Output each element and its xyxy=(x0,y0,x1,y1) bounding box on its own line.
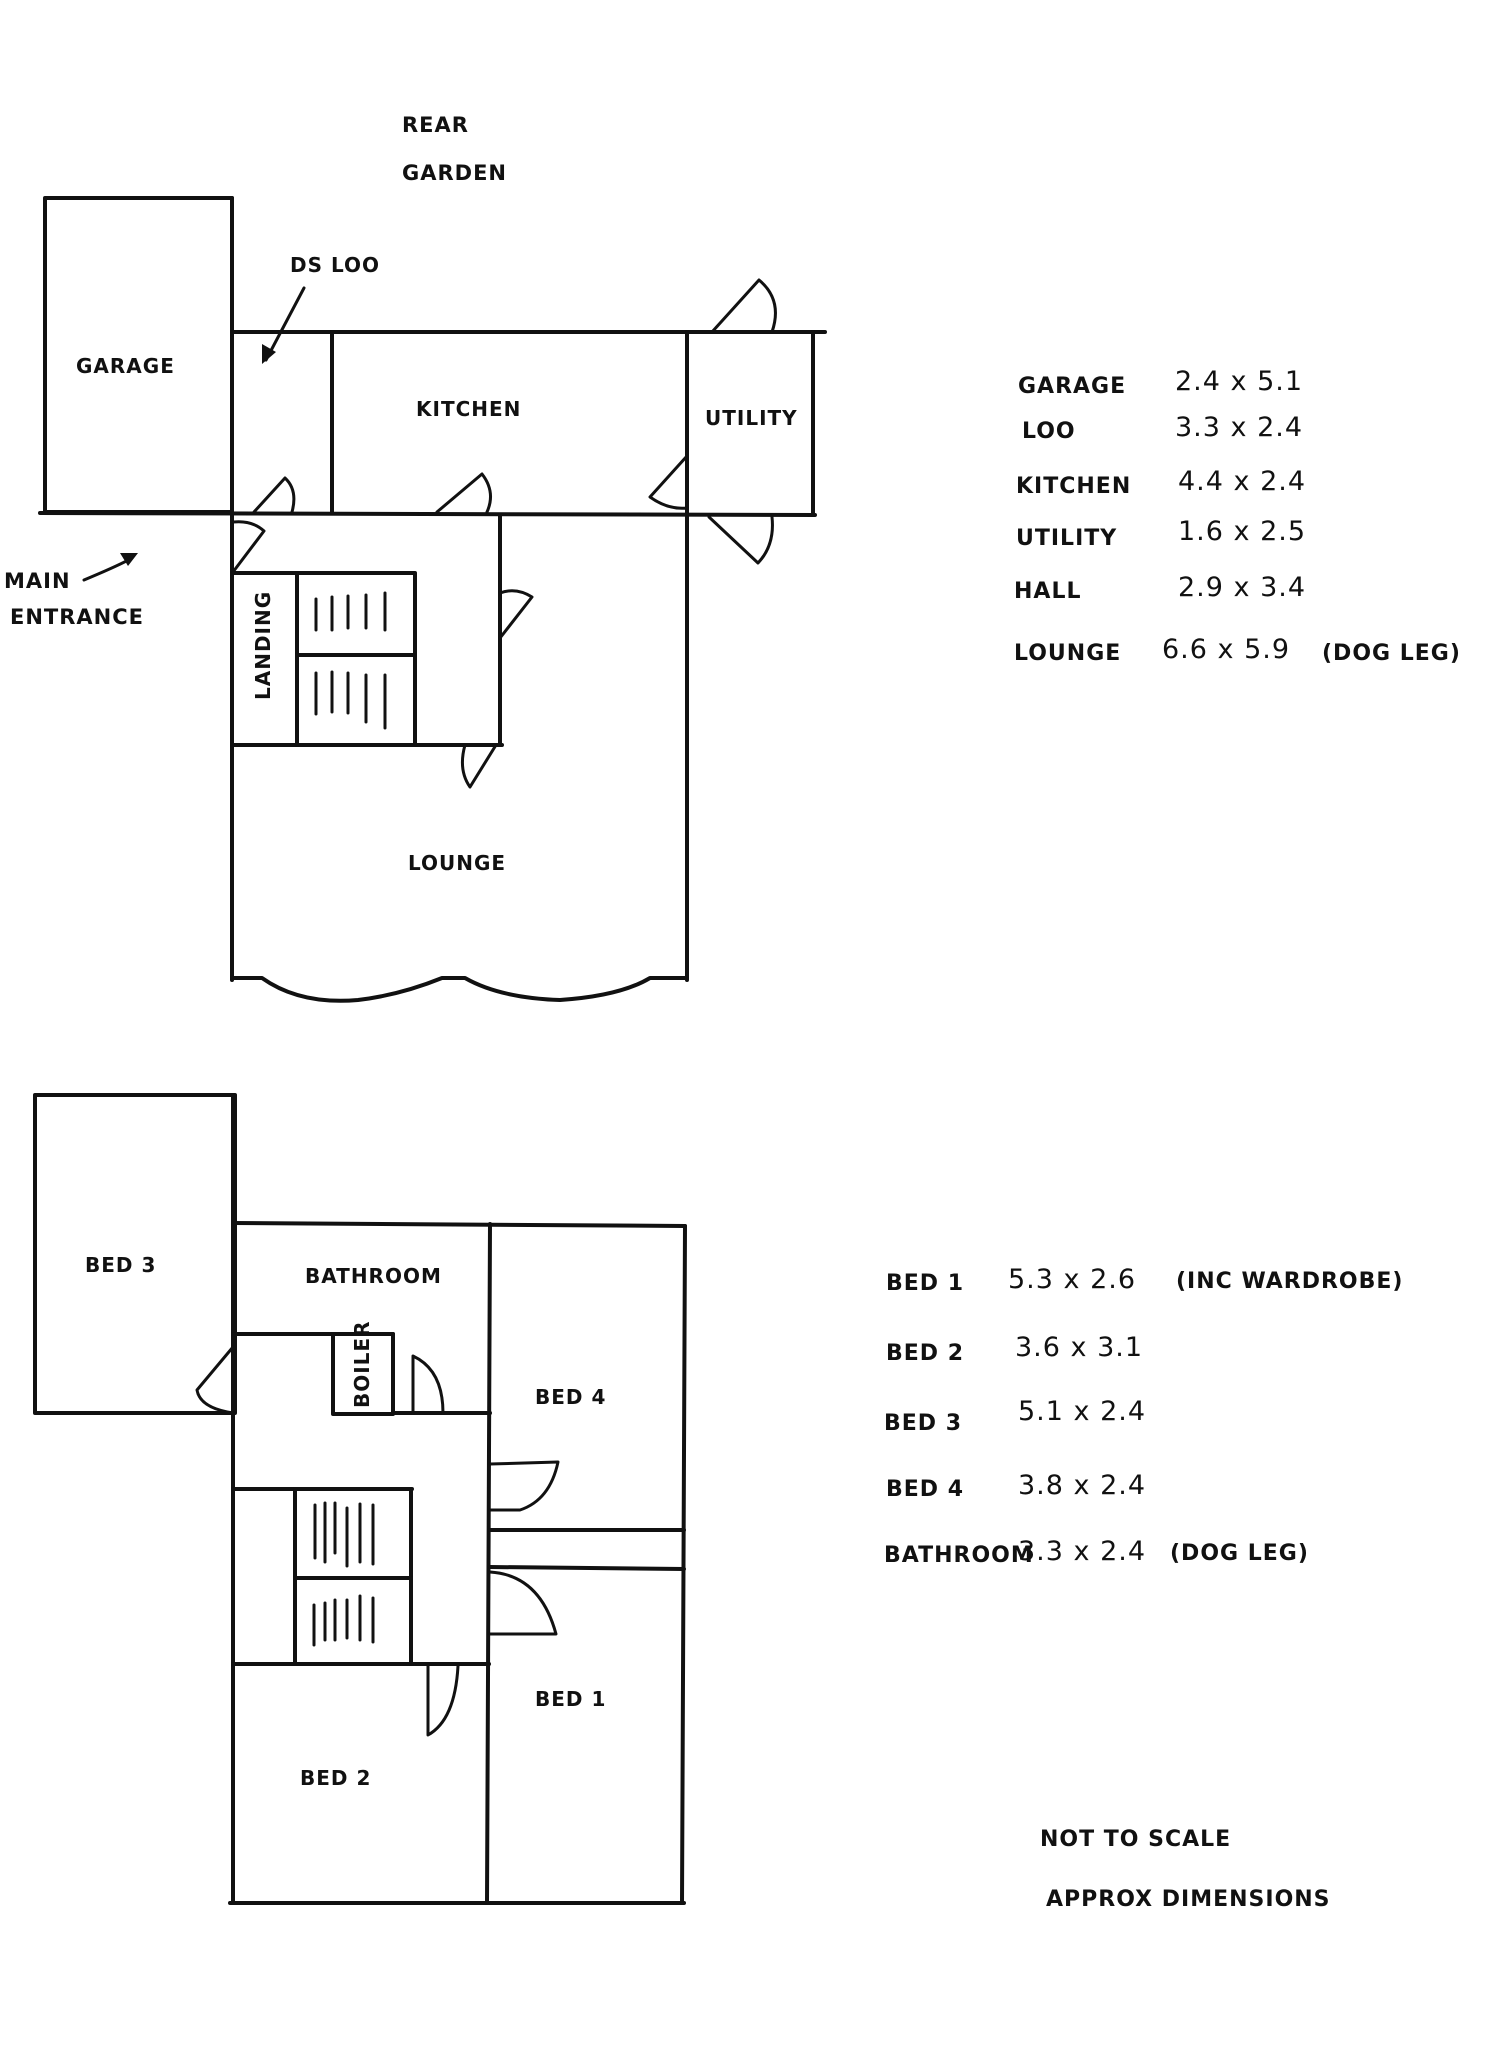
loo-door xyxy=(252,476,296,514)
svg-text:3.3 x 2.4: 3.3 x 2.4 xyxy=(1018,1536,1146,1567)
svg-text:LOUNGE: LOUNGE xyxy=(1014,641,1121,666)
svg-text:(DOG LEG): (DOG LEG) xyxy=(1322,641,1461,666)
svg-text:GARAGE: GARAGE xyxy=(1018,374,1126,399)
dimension-row: LOUNGE 6.6 x 5.9 (DOG LEG) xyxy=(1014,634,1461,666)
hall-side-door xyxy=(498,589,534,640)
ground-mid-wall xyxy=(38,511,817,517)
ground-floor-plan: REAR GARDEN GARAGE DS LOO KITCHEN UTILIT… xyxy=(4,113,827,1003)
main-entrance-label-line2: ENTRANCE xyxy=(10,605,144,629)
svg-text:HALL: HALL xyxy=(1014,579,1081,604)
bed1-door xyxy=(488,1570,558,1636)
main-entrance-label-line1: MAIN xyxy=(4,569,71,593)
approx-dimensions-note: APPROX DIMENSIONS xyxy=(1046,1887,1331,1912)
svg-text:5.1 x 2.4: 5.1 x 2.4 xyxy=(1018,1396,1146,1427)
bed1-label: BED 1 xyxy=(535,1687,606,1711)
first-floor-dimensions: BED 1 5.3 x 2.6 (INC WARDROBE) BED 2 3.6… xyxy=(884,1264,1403,1568)
ds-loo-label: DS LOO xyxy=(290,253,380,277)
svg-text:3.3 x 2.4: 3.3 x 2.4 xyxy=(1175,412,1303,443)
bathroom-label: BATHROOM xyxy=(305,1264,442,1288)
svg-text:3.8 x 2.4: 3.8 x 2.4 xyxy=(1018,1470,1146,1501)
landing-label: LANDING xyxy=(251,591,275,700)
svg-text:BED 4: BED 4 xyxy=(886,1477,964,1502)
dimension-row: KITCHEN 4.4 x 2.4 xyxy=(1016,466,1306,499)
svg-text:6.6 x 5.9: 6.6 x 5.9 xyxy=(1162,634,1290,665)
svg-text:BED 1: BED 1 xyxy=(886,1271,964,1296)
dimension-row: BED 1 5.3 x 2.6 (INC WARDROBE) xyxy=(886,1264,1403,1296)
utility-rear-door xyxy=(710,278,777,334)
utility-side-door xyxy=(707,515,774,565)
rear-garden-label-line2: GARDEN xyxy=(402,161,507,185)
first-floor-east-wall xyxy=(680,1224,687,1905)
ds-loo-arrow xyxy=(264,286,306,362)
dimension-row: LOO 3.3 x 2.4 xyxy=(1022,412,1303,444)
not-to-scale-note: NOT TO SCALE xyxy=(1040,1827,1231,1852)
dimension-row: UTILITY 1.6 x 2.5 xyxy=(1016,516,1306,551)
svg-text:2.9 x 3.4: 2.9 x 3.4 xyxy=(1178,572,1306,603)
first-floor-north-wall xyxy=(231,1221,687,1228)
ground-stairs xyxy=(314,591,387,730)
svg-text:5.3 x 2.6: 5.3 x 2.6 xyxy=(1008,1264,1136,1295)
main-entrance-arrow xyxy=(82,556,134,582)
first-floor-plan: BED 3 BATHROOM BOILER BED 4 BED 1 xyxy=(33,1093,687,1905)
svg-text:(INC WARDROBE): (INC WARDROBE) xyxy=(1176,1269,1403,1294)
main-entrance-door xyxy=(231,520,266,574)
landing-stairs-block xyxy=(230,571,417,747)
svg-text:LOO: LOO xyxy=(1022,419,1076,444)
ground-floor-dimensions: GARAGE 2.4 x 5.1 LOO 3.3 x 2.4 KITCHEN 4… xyxy=(1014,366,1461,666)
bed2-door xyxy=(426,1664,460,1737)
svg-text:4.4 x 2.4: 4.4 x 2.4 xyxy=(1178,466,1306,497)
lounge-door xyxy=(460,743,498,789)
dimension-row: BED 2 3.6 x 3.1 xyxy=(886,1332,1143,1366)
bathroom-door xyxy=(411,1354,445,1415)
wardrobe-south-wall xyxy=(488,1565,686,1571)
dimension-row: BED 3 5.1 x 2.4 xyxy=(884,1396,1146,1436)
utility-inner-door xyxy=(648,454,689,510)
svg-text:3.6 x 3.1: 3.6 x 3.1 xyxy=(1015,1332,1143,1363)
bed3-door xyxy=(195,1345,235,1415)
dimension-row: BATHROOM 3.3 x 2.4 (DOG LEG) xyxy=(884,1536,1309,1568)
svg-text:UTILITY: UTILITY xyxy=(1016,526,1117,551)
dimension-row: HALL 2.9 x 3.4 xyxy=(1014,572,1306,604)
svg-text:2.4 x 5.1: 2.4 x 5.1 xyxy=(1175,366,1303,397)
boiler-cupboard xyxy=(331,1332,395,1416)
bed-column-wall xyxy=(485,1222,492,1905)
svg-text:(DOG LEG): (DOG LEG) xyxy=(1170,1541,1309,1566)
rear-garden-label-line1: REAR xyxy=(402,113,469,137)
footer-notes: NOT TO SCALE APPROX DIMENSIONS xyxy=(1040,1827,1331,1912)
lounge-bay-window xyxy=(230,976,689,1003)
boiler-label: BOILER xyxy=(350,1321,374,1409)
svg-text:BED 3: BED 3 xyxy=(884,1411,962,1436)
svg-text:BED 2: BED 2 xyxy=(886,1341,964,1366)
kitchen-label: KITCHEN xyxy=(416,397,521,421)
bed2-label: BED 2 xyxy=(300,1766,371,1790)
utility-label: UTILITY xyxy=(705,406,798,430)
kitchen-door xyxy=(435,472,493,514)
bed4-door xyxy=(488,1460,560,1512)
upper-stairs xyxy=(312,1501,375,1647)
dimension-row: GARAGE 2.4 x 5.1 xyxy=(1018,366,1303,399)
ds-loo-arrowhead-icon xyxy=(262,344,276,364)
bed4-label: BED 4 xyxy=(535,1385,606,1409)
main-entrance-arrowhead-icon xyxy=(120,553,138,566)
svg-text:BATHROOM: BATHROOM xyxy=(884,1543,1034,1568)
svg-text:1.6 x 2.5: 1.6 x 2.5 xyxy=(1178,516,1306,547)
garage-label: GARAGE xyxy=(76,354,175,378)
bed3-label: BED 3 xyxy=(85,1253,156,1277)
lounge-label: LOUNGE xyxy=(408,851,506,875)
svg-text:KITCHEN: KITCHEN xyxy=(1016,474,1131,499)
dimension-row: BED 4 3.8 x 2.4 xyxy=(886,1470,1146,1502)
